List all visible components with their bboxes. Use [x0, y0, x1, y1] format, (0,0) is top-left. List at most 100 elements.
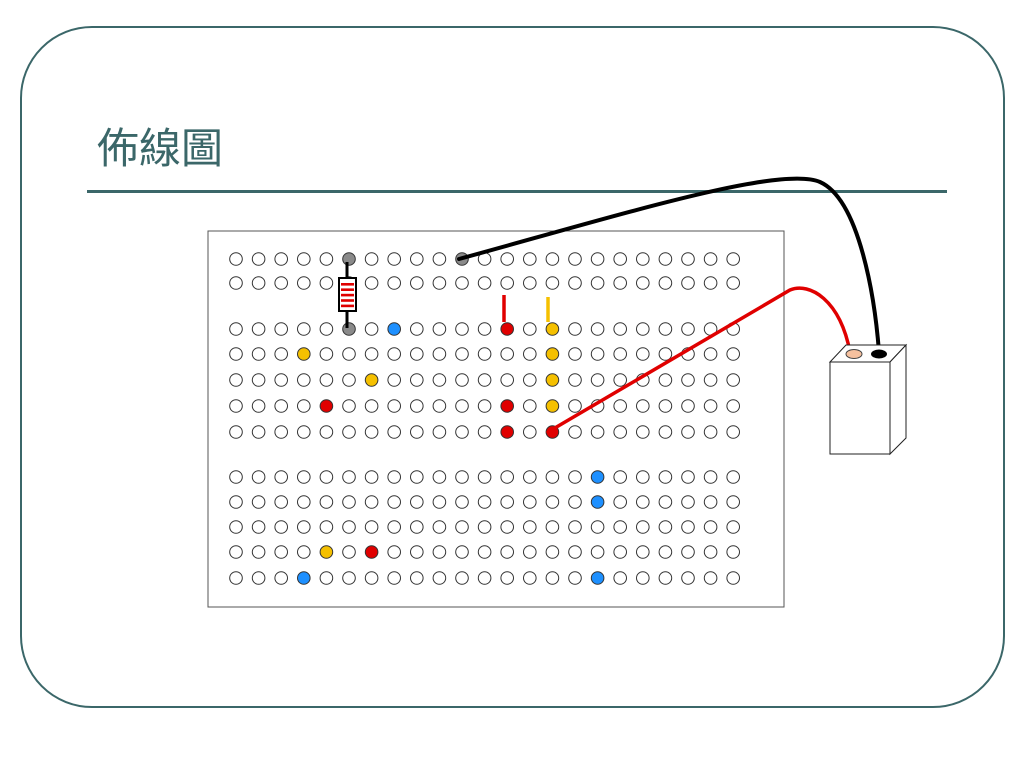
breadboard-hole [364, 252, 379, 266]
breadboard-hole [410, 495, 424, 509]
resistor-band [341, 288, 354, 291]
breadboard-hole [432, 276, 447, 290]
breadboard-hole [590, 545, 605, 559]
breadboard-hole-gray [342, 252, 356, 266]
breadboard-hole [229, 425, 243, 439]
breadboard-hole [229, 520, 243, 534]
breadboard-hole [455, 545, 469, 559]
breadboard-hole [636, 252, 650, 266]
breadboard-hole [297, 276, 311, 290]
breadboard-hole [681, 399, 695, 413]
breadboard-hole [274, 545, 289, 559]
breadboard-hole [523, 425, 537, 439]
breadboard-hole [703, 373, 718, 387]
breadboard-hole [658, 322, 673, 336]
breadboard-hole [658, 252, 673, 266]
breadboard-hole [364, 520, 379, 534]
breadboard-hole [387, 545, 402, 559]
breadboard-hole [319, 520, 334, 534]
breadboard-hole [568, 399, 582, 413]
resistor [338, 262, 357, 328]
breadboard-hole [613, 545, 628, 559]
breadboard-hole-blue [590, 571, 605, 585]
breadboard-hole [364, 347, 379, 361]
breadboard-hole [545, 495, 560, 509]
resistor-band [341, 283, 354, 286]
breadboard-hole [500, 495, 515, 509]
breadboard-hole [297, 545, 311, 559]
breadboard-hole [319, 470, 334, 484]
breadboard-hole [681, 495, 695, 509]
breadboard-hole [568, 373, 582, 387]
breadboard-hole [387, 425, 402, 439]
breadboard-hole [229, 347, 243, 361]
breadboard-hole [364, 571, 379, 585]
breadboard-hole-blue [297, 571, 311, 585]
breadboard-hole [658, 545, 673, 559]
breadboard-hole [319, 425, 334, 439]
breadboard-hole-red [500, 322, 515, 336]
breadboard-hole-blue [387, 322, 402, 336]
breadboard-hole [523, 571, 537, 585]
breadboard-hole [251, 545, 266, 559]
breadboard-hole [545, 252, 560, 266]
black-wire [457, 176, 881, 354]
breadboard-hole [636, 495, 650, 509]
breadboard-hole [681, 252, 695, 266]
breadboard-hole [568, 571, 582, 585]
breadboard-hole [364, 470, 379, 484]
breadboard-hole [681, 276, 695, 290]
breadboard-hole [477, 276, 492, 290]
breadboard-hole [658, 276, 673, 290]
breadboard-hole [613, 276, 628, 290]
breadboard-hole [613, 495, 628, 509]
breadboard-hole [410, 520, 424, 534]
breadboard-hole [364, 495, 379, 509]
breadboard-hole [297, 252, 311, 266]
breadboard-hole [274, 347, 289, 361]
breadboard-hole [477, 545, 492, 559]
slide-frame [20, 26, 1005, 708]
breadboard-hole [477, 322, 492, 336]
breadboard-hole [545, 571, 560, 585]
breadboard-hole [726, 470, 741, 484]
red-wire [546, 286, 852, 434]
battery [828, 343, 908, 456]
breadboard-hole [274, 399, 289, 413]
breadboard-hole [455, 425, 469, 439]
breadboard-hole [274, 252, 289, 266]
breadboard-hole [636, 347, 650, 361]
breadboard-hole [703, 545, 718, 559]
breadboard-hole [477, 495, 492, 509]
breadboard-hole [726, 425, 741, 439]
breadboard-hole [432, 495, 447, 509]
breadboard-hole [545, 545, 560, 559]
resistor-band [341, 293, 354, 297]
breadboard-hole [387, 373, 402, 387]
breadboard-hole [455, 520, 469, 534]
breadboard-hole [455, 399, 469, 413]
breadboard-hole [229, 495, 243, 509]
breadboard-hole [726, 545, 741, 559]
breadboard-hole [545, 520, 560, 534]
breadboard-hole [274, 495, 289, 509]
breadboard-hole [251, 373, 266, 387]
breadboard-hole-yellow [545, 347, 560, 361]
breadboard-hole [545, 276, 560, 290]
breadboard-hole [251, 520, 266, 534]
breadboard-hole [636, 425, 650, 439]
breadboard-hole [229, 470, 243, 484]
breadboard-hole [342, 470, 356, 484]
breadboard-hole [364, 399, 379, 413]
breadboard-hole [568, 276, 582, 290]
breadboard-hole-yellow [545, 373, 560, 387]
breadboard-hole [432, 571, 447, 585]
breadboard-hole [319, 276, 334, 290]
breadboard-hole [477, 399, 492, 413]
breadboard-hole [681, 373, 695, 387]
breadboard-hole [613, 399, 628, 413]
breadboard-hole [636, 520, 650, 534]
breadboard-hole [568, 252, 582, 266]
breadboard-hole [387, 399, 402, 413]
